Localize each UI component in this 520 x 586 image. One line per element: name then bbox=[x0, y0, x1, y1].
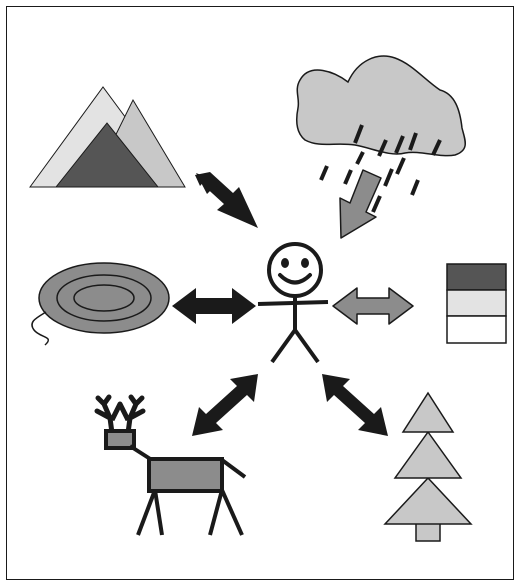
layered-soil-icon bbox=[447, 264, 506, 343]
